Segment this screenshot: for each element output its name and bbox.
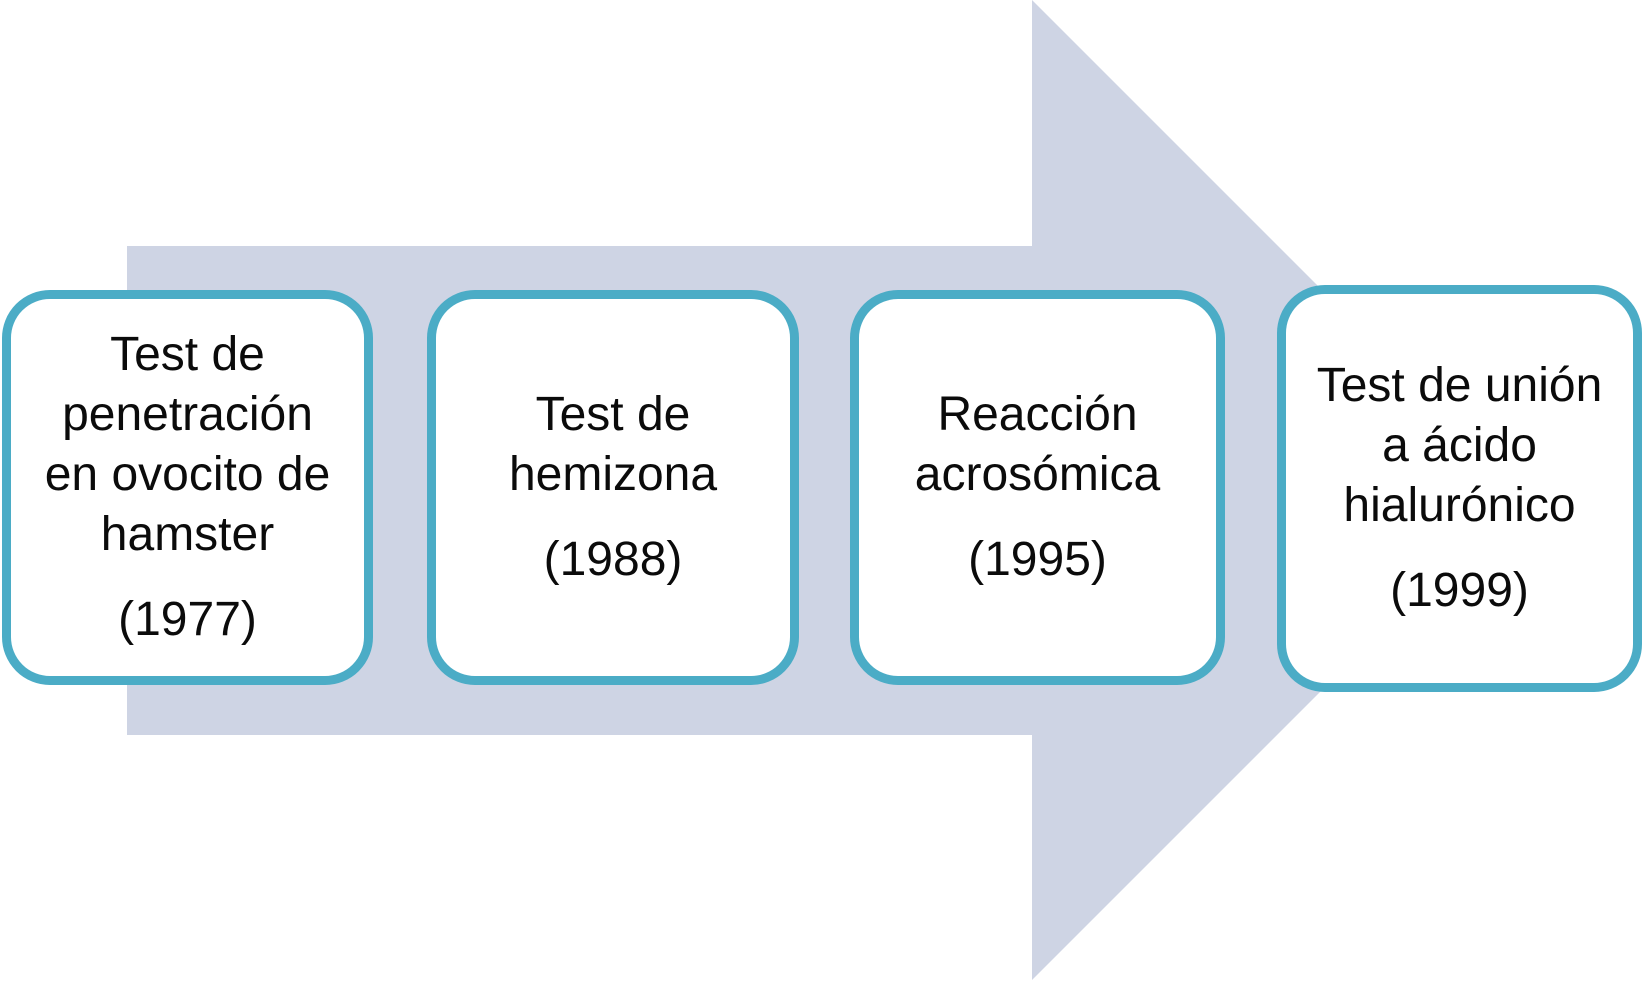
milestone-year: (1999)	[1390, 564, 1529, 617]
milestone-year: (1977)	[118, 593, 257, 646]
milestone-box-hyaluronic-binding-test: Test de unión a ácido hialurónico (1999)	[1277, 285, 1642, 692]
milestone-box-hamster-test: Test de penetración en ovocito de hamste…	[2, 290, 373, 685]
milestone-year: (1988)	[543, 533, 683, 586]
milestone-title: Reacción acrosómica	[914, 388, 1161, 501]
milestone-title: Test de hemizona	[508, 388, 718, 501]
arrow-shape	[127, 0, 1522, 980]
milestone-box-hemizona-test: Test de hemizona (1988)	[427, 290, 799, 685]
milestone-title: Test de penetración en ovocito de hamste…	[44, 328, 331, 561]
milestone-title: Test de unión a ácido hialurónico	[1316, 359, 1603, 532]
milestone-year: (1995)	[968, 533, 1107, 586]
milestone-box-acrosome-reaction: Reacción acrosómica (1995)	[850, 290, 1225, 685]
